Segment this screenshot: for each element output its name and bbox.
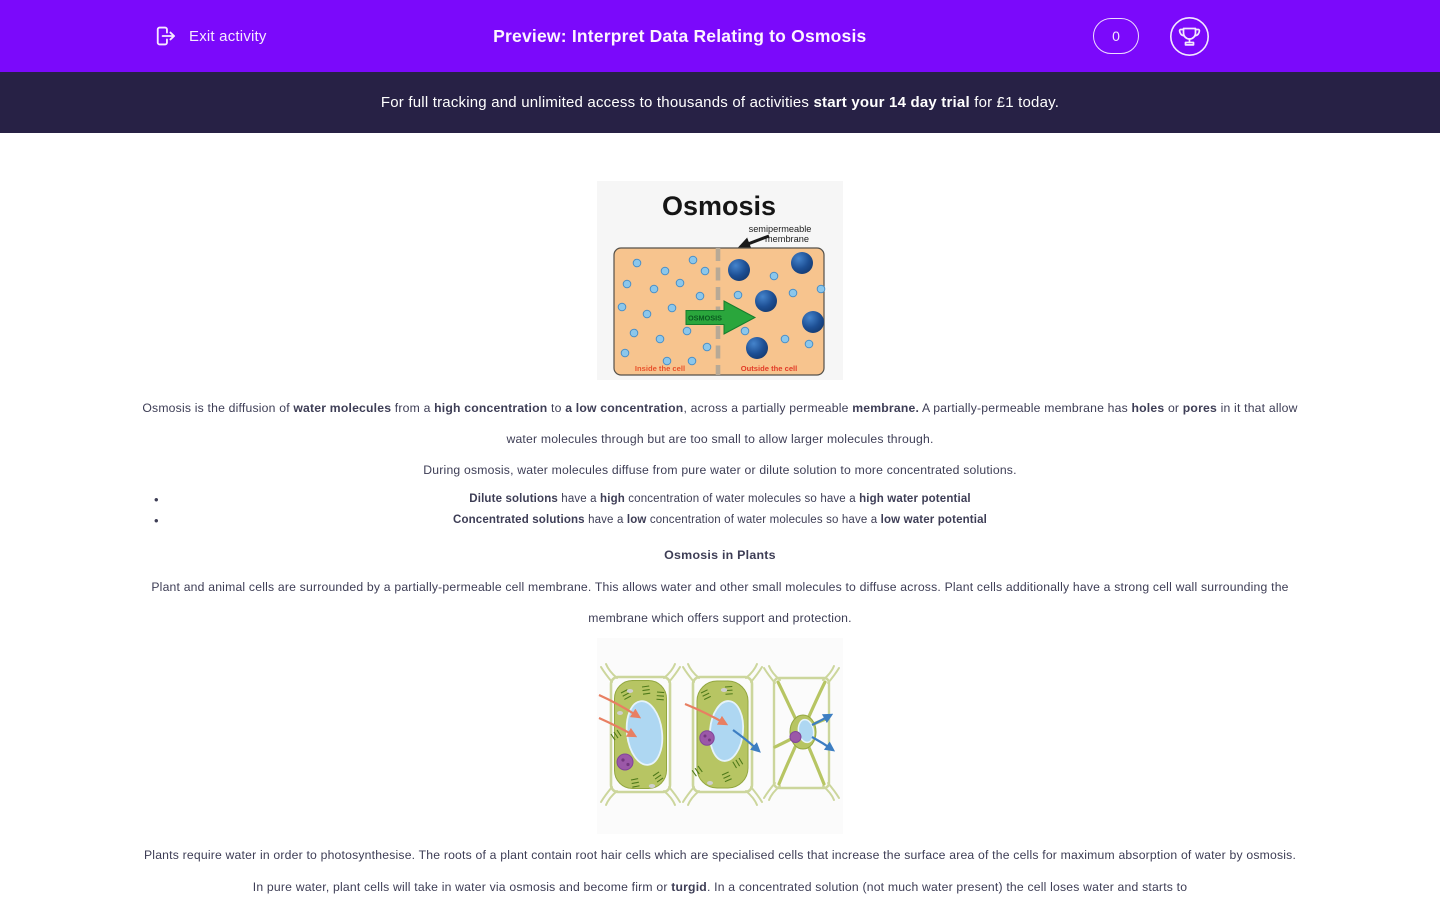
trial-text-pre: For full tracking and unlimited access t… bbox=[380, 94, 814, 111]
osmosis-diagram-svg: Osmosis semipermeable membrane bbox=[597, 181, 843, 380]
water-in-arrow bbox=[684, 702, 729, 726]
nucleus bbox=[789, 731, 802, 743]
bullet-list: Dilute solutions have a high concentrati… bbox=[140, 489, 1300, 531]
water-out-arrow bbox=[732, 729, 761, 753]
bullet-dilute-solutions: Dilute solutions have a high concentrati… bbox=[140, 489, 1300, 510]
exit-activity-label: Exit activity bbox=[189, 27, 267, 45]
paragraph-cell-membrane: Plant and animal cells are surrounded by… bbox=[151, 580, 1289, 625]
trophy-button[interactable] bbox=[1169, 16, 1210, 57]
trophy-icon bbox=[1169, 16, 1210, 56]
app-header: Exit activity Preview: Interpret Data Re… bbox=[0, 0, 1440, 72]
trial-text-post: for £1 today. bbox=[969, 94, 1060, 111]
osmosis-arrow-label: OSMOSIS bbox=[688, 314, 722, 323]
logout-icon bbox=[156, 26, 176, 46]
exit-activity-button[interactable]: Exit activity bbox=[152, 23, 267, 49]
paragraph-plants-water: Plants require water in order to photosy… bbox=[143, 848, 1297, 894]
membrane-pointer-arrow bbox=[737, 234, 770, 250]
nucleus bbox=[699, 730, 715, 746]
score-badge[interactable]: 0 bbox=[1093, 18, 1139, 54]
solute-molecules-outside bbox=[728, 252, 824, 359]
inside-cell-label: Inside the cell bbox=[635, 364, 685, 373]
water-molecules-inside bbox=[617, 255, 712, 366]
osmosis-figure-title: Osmosis bbox=[662, 191, 776, 221]
trial-text-bold: start your 14 day trial bbox=[813, 94, 970, 111]
flaccid-cell-illustration bbox=[682, 663, 763, 806]
trial-banner-text: For full tracking and unlimited access t… bbox=[381, 94, 1059, 111]
plant-cells-diagram bbox=[597, 638, 843, 834]
heading-osmosis-in-plants: Osmosis in Plants bbox=[664, 548, 776, 562]
paragraph-osmosis-definition: Osmosis is the diffusion of water molecu… bbox=[142, 401, 1298, 446]
header-title-area: Preview: Interpret Data Relating to Osmo… bbox=[267, 26, 1093, 47]
membrane-label-line1: semipermeable bbox=[749, 224, 812, 234]
osmosis-diagram: Osmosis semipermeable membrane bbox=[597, 181, 843, 380]
trial-banner: For full tracking and unlimited access t… bbox=[0, 72, 1440, 133]
activity-content: Osmosis semipermeable membrane bbox=[140, 181, 1300, 900]
bullet-concentrated-solutions: Concentrated solutions have a low concen… bbox=[140, 510, 1300, 530]
nucleus bbox=[616, 753, 634, 771]
header-actions: 0 bbox=[1093, 16, 1210, 57]
page-title: Preview: Interpret Data Relating to Osmo… bbox=[493, 25, 867, 46]
score-value: 0 bbox=[1112, 28, 1120, 44]
membrane-label-line2: membrane bbox=[765, 234, 809, 244]
plant-cells-svg bbox=[597, 638, 843, 834]
water-in-arrows bbox=[598, 693, 642, 738]
outside-cell-label: Outside the cell bbox=[741, 364, 798, 373]
plasmolysed-cell-illustration bbox=[763, 665, 840, 801]
water-out-arrows bbox=[811, 713, 836, 752]
osmosis-direction-arrow: OSMOSIS bbox=[685, 300, 757, 335]
water-molecules-outside bbox=[733, 271, 826, 349]
turgid-cell-illustration bbox=[598, 663, 681, 806]
paragraph-during-osmosis: During osmosis, water molecules diffuse … bbox=[423, 463, 1017, 477]
